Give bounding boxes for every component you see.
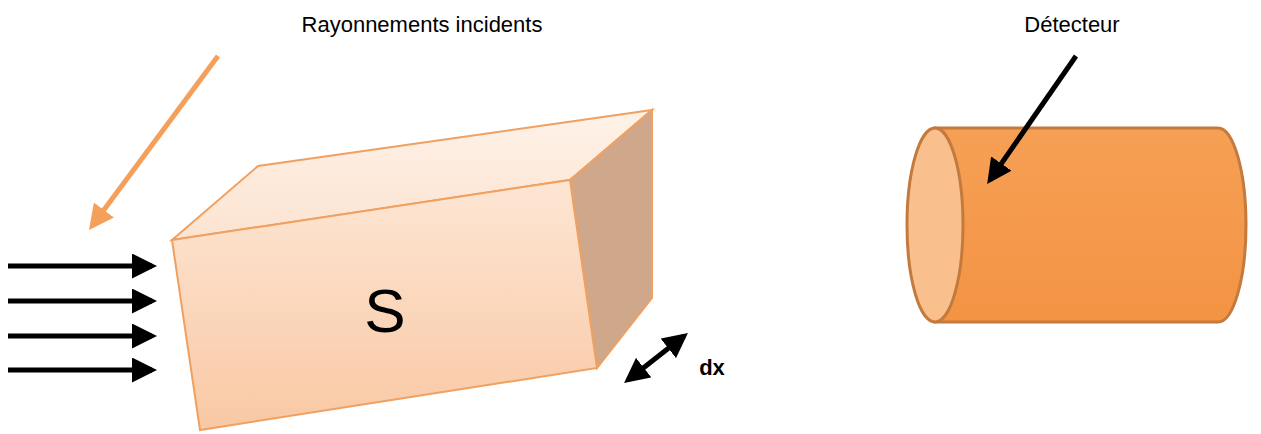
block-label: S (364, 275, 405, 346)
prism-outline (165, 105, 660, 434)
leader-arrow (92, 56, 218, 226)
dimension-label: dx (699, 355, 725, 381)
dimension-arrow (628, 336, 684, 380)
sample-block: S (165, 105, 660, 434)
callout-label: Rayonnements incidents (302, 12, 543, 38)
leader-arrow (990, 56, 1076, 180)
incident-rays (8, 266, 152, 370)
callout-label: Détecteur (1024, 12, 1119, 38)
detector-cylinder (907, 128, 1246, 322)
